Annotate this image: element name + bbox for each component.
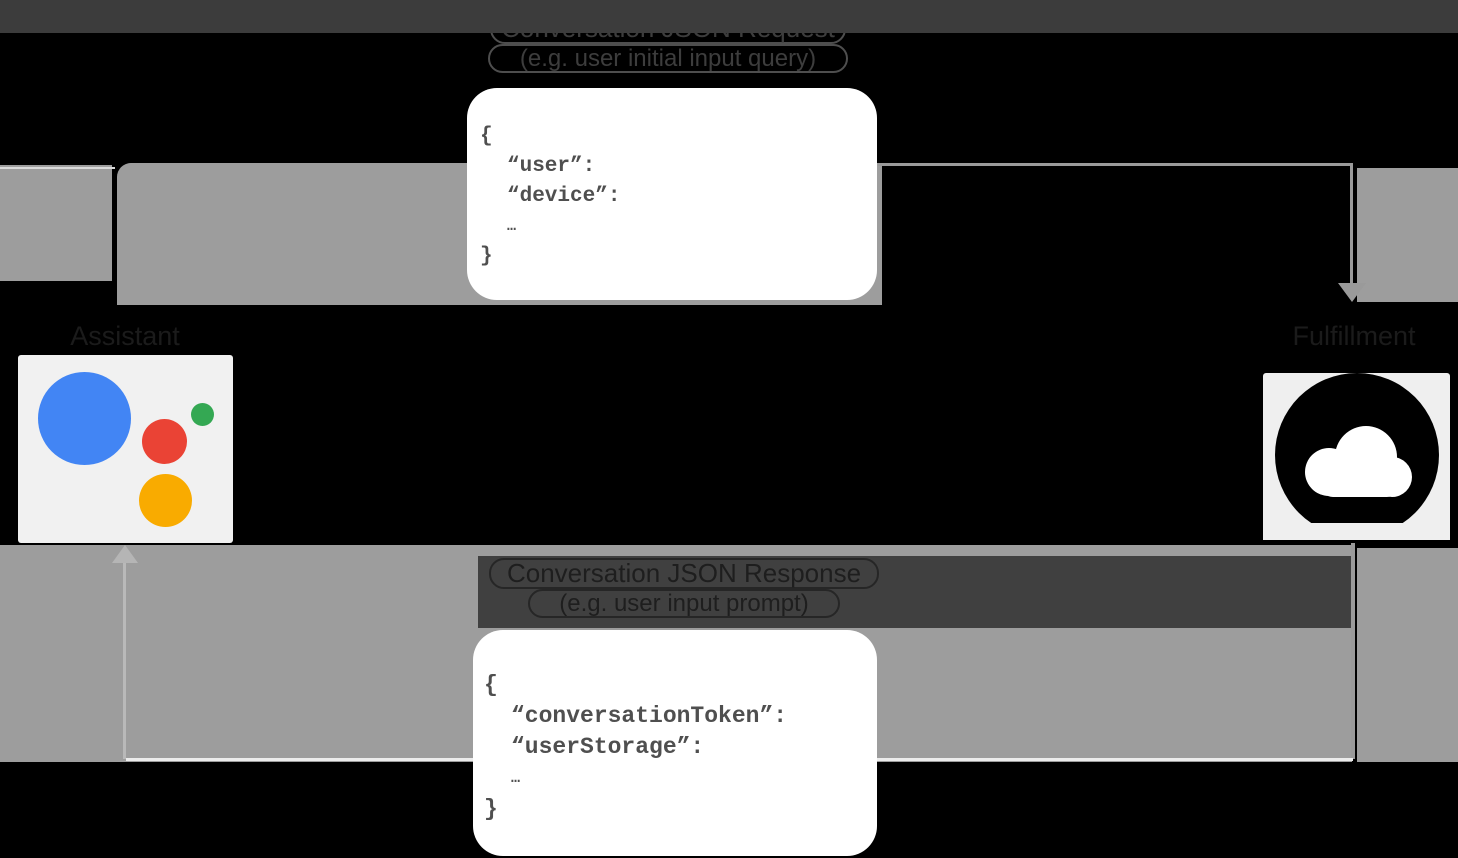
google-assistant-icon <box>18 355 233 543</box>
request-subtitle: (e.g. user initial input query) <box>488 44 848 73</box>
request-json-box: { “user”: “device”: … } <box>467 88 877 300</box>
response-subtitle: (e.g. user input prompt) <box>528 589 840 618</box>
response-arrowhead-icon <box>112 545 138 563</box>
fulfillment-label: Fulfillment <box>1292 321 1416 351</box>
code-line: … <box>511 770 521 787</box>
actor-label-band <box>0 0 1458 33</box>
fulfillment-card <box>1263 373 1450 540</box>
request-arrow-line-down <box>1350 165 1353 283</box>
code-line: { <box>484 672 498 698</box>
code-line: “userStorage”: <box>511 734 705 760</box>
request-arrow-line-left <box>0 167 115 169</box>
assistant-blue-circle <box>38 372 131 465</box>
assistant-label: Assistant <box>70 321 180 351</box>
request-arrow-fill-right <box>1357 168 1458 302</box>
code-line: { <box>480 125 493 148</box>
code-line: “device”: <box>507 185 621 208</box>
response-arrow-line-down <box>1351 543 1355 759</box>
response-arrow-fill-right <box>1357 548 1458 762</box>
code-line: … <box>507 218 517 235</box>
response-title: Conversation JSON Response <box>489 558 879 589</box>
cloud-icon <box>1263 373 1450 540</box>
code-line: } <box>484 796 498 822</box>
assistant-red-circle <box>142 419 187 464</box>
assistant-green-circle <box>191 403 214 426</box>
assistant-yellow-circle <box>139 474 192 527</box>
code-line: } <box>480 245 493 268</box>
code-line: “conversationToken”: <box>511 703 788 729</box>
code-line: “user”: <box>507 155 596 178</box>
request-arrow-line-top <box>878 163 1353 166</box>
request-arrowhead-icon <box>1338 283 1366 302</box>
response-json-box: { “conversationToken”: “userStorage”: … … <box>473 630 877 856</box>
request-arrow-fill-left <box>0 165 112 281</box>
response-arrow-line-up <box>123 562 126 759</box>
